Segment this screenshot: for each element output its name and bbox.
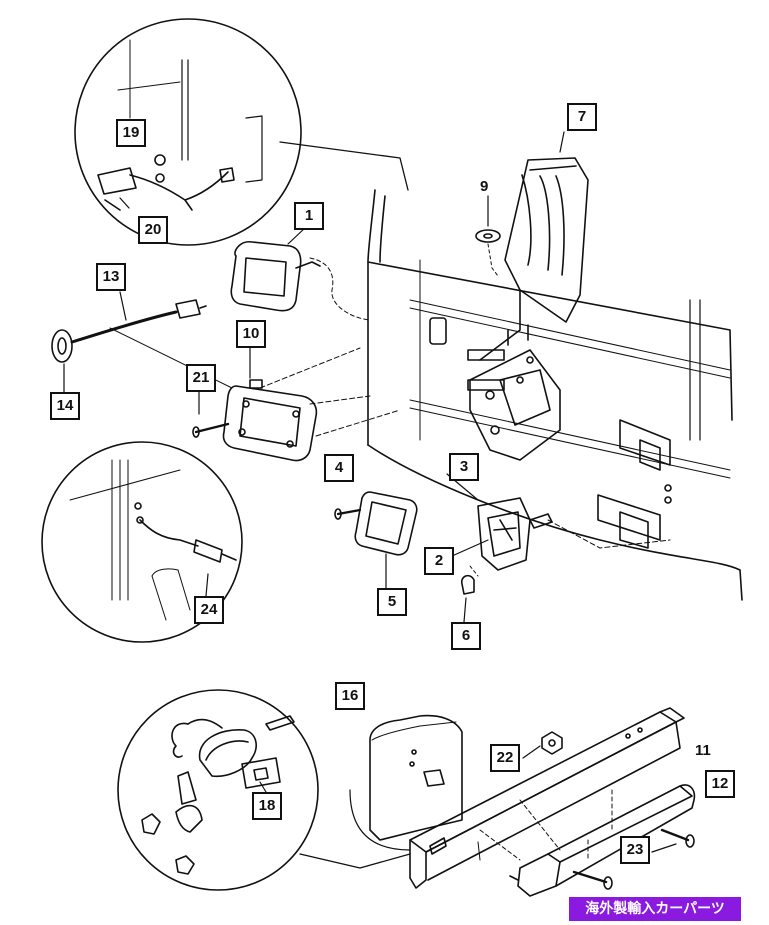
watermark-banner: 海外製輸入カーパーツ <box>569 897 741 921</box>
bumper-end <box>479 784 696 897</box>
callout-7: 7 <box>567 103 597 131</box>
tire-carrier-bracket <box>479 157 589 361</box>
lamp-housing <box>222 347 401 462</box>
callout-22: 22 <box>490 744 520 772</box>
body-panel <box>367 189 743 601</box>
callout-24: 24 <box>194 596 224 624</box>
screw-21 <box>192 422 230 438</box>
bolts <box>572 828 695 890</box>
callout-10: 10 <box>236 320 266 348</box>
callout-6: 6 <box>451 622 481 650</box>
callout-21: 21 <box>186 364 216 392</box>
callout-2: 2 <box>424 547 454 575</box>
leader-lines <box>63 130 677 853</box>
bulb <box>460 565 479 595</box>
lamp-lens <box>334 491 418 556</box>
callout-23: 23 <box>620 836 650 864</box>
callout-19: 19 <box>116 119 146 147</box>
callout-1: 1 <box>294 202 324 230</box>
hinge-bracket <box>469 324 561 461</box>
callout-11: 11 <box>695 742 711 759</box>
body-corner <box>349 714 463 851</box>
callout-13: 13 <box>96 263 126 291</box>
callout-9: 9 <box>480 178 489 195</box>
washer <box>475 229 501 277</box>
detail-circle-bottom <box>117 689 411 891</box>
callout-18: 18 <box>252 792 282 820</box>
callout-12: 12 <box>705 770 735 798</box>
callout-4: 4 <box>324 454 354 482</box>
callout-5: 5 <box>377 588 407 616</box>
callout-3: 3 <box>449 453 479 481</box>
tail-lamp <box>230 241 371 321</box>
detail-circle-middle <box>41 441 243 643</box>
detail-circle-top <box>74 18 409 246</box>
callout-14: 14 <box>50 392 80 420</box>
nut <box>541 731 563 755</box>
crossmember <box>409 707 685 889</box>
callout-16: 16 <box>335 682 365 710</box>
callout-20: 20 <box>138 216 168 244</box>
lamp-socket <box>477 497 671 571</box>
